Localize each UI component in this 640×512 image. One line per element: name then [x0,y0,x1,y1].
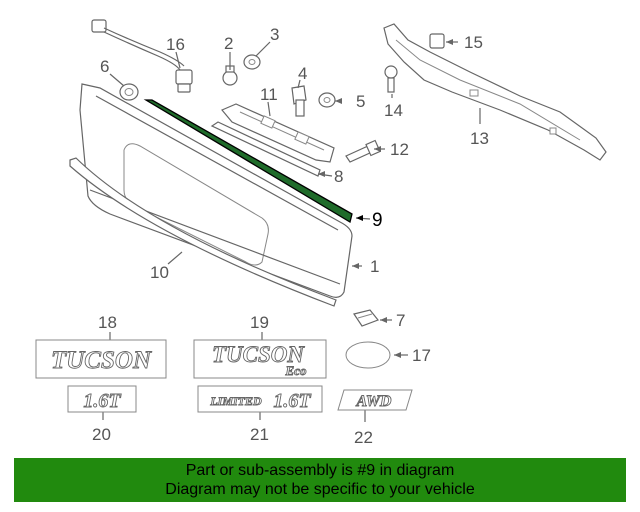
callout-8: 8 [334,167,343,186]
callout-18: 18 [98,313,117,332]
callout-15: 15 [464,33,483,52]
banner-line-2: Diagram may not be specific to your vehi… [165,481,475,498]
part-14-bolt [384,65,398,93]
callout-16: 16 [166,35,185,54]
part-4-clip [291,85,307,117]
part-7-clip [353,309,379,327]
awd-badge-text: AWD [356,393,392,410]
part-19-tucson-eco-emblem: TUCSON Eco [193,339,327,379]
callout-20: 20 [92,425,111,444]
part-6-grommet [119,83,139,101]
banner-line-1: Part or sub-assembly is #9 in diagram [185,462,455,479]
callout-11: 11 [260,85,278,104]
callout-17: 17 [412,346,431,365]
callout-10: 10 [150,263,169,282]
part-16-wiring-harness [91,19,193,93]
part-21-limited-badge: LIMITED 1.6T [197,385,323,413]
callout-2: 2 [224,34,233,53]
callout-12: 12 [390,140,409,159]
callout-5: 5 [356,92,365,111]
eco-emblem-text: Eco [285,363,307,378]
parts-diagram: TUCSON TUCSON Eco 1.6T LIMITED 1.6T AWD … [35,19,607,447]
callout-13: 13 [470,129,489,148]
part-12-bolt [345,139,381,163]
callout-21: 21 [250,425,269,444]
part-20-16t-badge: 1.6T [67,385,137,413]
limited-16t-text: 1.6T [273,390,311,412]
tucson-emblem-text: TUCSON [51,347,152,374]
callout-19: 19 [250,313,269,332]
part-8-strip [210,121,321,177]
callout-labels: 16 2 3 4 5 6 11 12 14 15 13 8 9 1 10 7 1… [92,25,489,447]
tucson-eco-emblem-text: TUCSON [212,342,305,367]
callout-3: 3 [270,25,279,44]
part-3-washer [243,54,261,70]
part-15-clip [429,33,445,49]
part-17-oval-emblem [345,341,391,369]
callout-22: 22 [354,428,373,447]
callout-4: 4 [298,64,307,83]
callout-1: 1 [370,257,379,276]
part-18-tucson-emblem: TUCSON [35,339,167,379]
limited-word-text: LIMITED [209,394,262,408]
arrowheads [318,39,453,358]
part-22-awd-badge: AWD [337,389,413,411]
callout-14: 14 [384,101,403,120]
notice-banner: Part or sub-assembly is #9 in diagram Di… [14,458,626,502]
part-10-lower-molding [69,157,337,307]
callout-9: 9 [372,210,383,231]
part-13-reinforcement [383,23,607,161]
part-11-bracket [221,103,335,163]
callout-6: 6 [100,57,109,76]
callout-7: 7 [396,311,405,330]
badge-16t-text: 1.6T [83,390,121,412]
part-5-washer [318,92,336,108]
part-9-molding-strip [143,99,353,224]
